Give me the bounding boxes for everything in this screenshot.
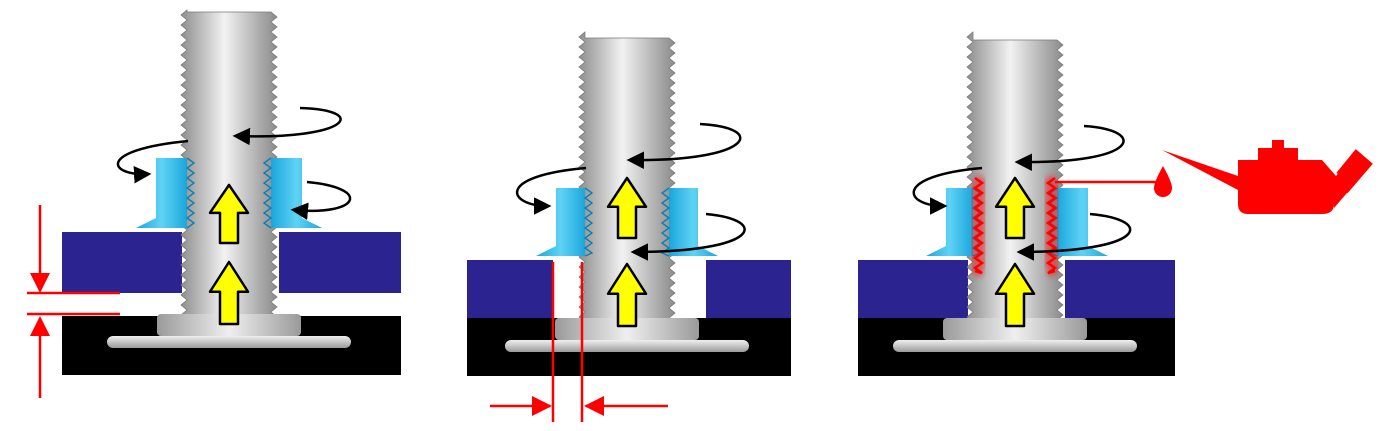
- lubricated-thread-right: [1045, 176, 1058, 275]
- bolt-flange: [107, 336, 351, 348]
- clamped-plate-left: [858, 260, 968, 318]
- oil-can-body: [1162, 150, 1372, 214]
- curved-rotation-arrow-icon: [630, 212, 746, 261]
- lubricated-thread-left: [972, 176, 985, 275]
- upward-yellow-arrow-icon: [208, 260, 250, 326]
- upward-yellow-arrow-icon: [208, 183, 250, 245]
- bolt-flange: [505, 340, 749, 352]
- nut-left-half: [136, 158, 187, 228]
- upward-yellow-arrow-icon: [994, 262, 1036, 328]
- oil-can-icon: [1154, 140, 1373, 214]
- oil-can-cap: [1258, 148, 1298, 160]
- curved-rotation-arrow-icon: [1016, 212, 1132, 261]
- curved-rotation-arrow-icon: [232, 106, 342, 146]
- nut-thread-left: [185, 157, 196, 229]
- curved-rotation-arrow-icon: [912, 166, 983, 215]
- nut-left-half: [926, 188, 973, 256]
- nut-thread-right: [660, 187, 671, 257]
- panel-lubricated-threads: [858, 31, 1373, 376]
- nut-left-half: [536, 188, 585, 256]
- oil-can-handle: [1336, 149, 1373, 194]
- curved-rotation-arrow-icon: [626, 122, 742, 169]
- oil-can-cap-top: [1272, 140, 1284, 150]
- nut-right-half: [669, 188, 718, 256]
- panel-gap-between-plates: [27, 9, 401, 398]
- bolt-flange: [893, 340, 1137, 352]
- clamped-plate-left: [467, 260, 553, 318]
- nut-thread-right: [262, 157, 273, 229]
- bolt-head: [943, 318, 1087, 340]
- clamped-plate-right: [279, 232, 401, 293]
- bolt-head: [555, 318, 699, 340]
- oil-drop: [1154, 166, 1172, 197]
- nut-right-half: [1057, 188, 1108, 256]
- clamped-plate-left: [62, 232, 182, 293]
- nut-right-half: [271, 158, 322, 228]
- nut-thread-left: [583, 187, 594, 257]
- upward-yellow-arrow-icon: [606, 176, 648, 240]
- curved-rotation-arrow-icon: [1014, 124, 1125, 171]
- panel-plate-hole-clearance: [467, 31, 791, 422]
- clamped-plate-right: [1065, 260, 1175, 318]
- upward-yellow-arrow-icon: [994, 176, 1036, 240]
- clamped-plate-right: [706, 260, 791, 318]
- curved-rotation-arrow-icon: [116, 139, 189, 184]
- curved-rotation-arrow-icon: [515, 166, 587, 215]
- curved-rotation-arrow-icon: [290, 180, 352, 220]
- upward-yellow-arrow-icon: [606, 262, 648, 328]
